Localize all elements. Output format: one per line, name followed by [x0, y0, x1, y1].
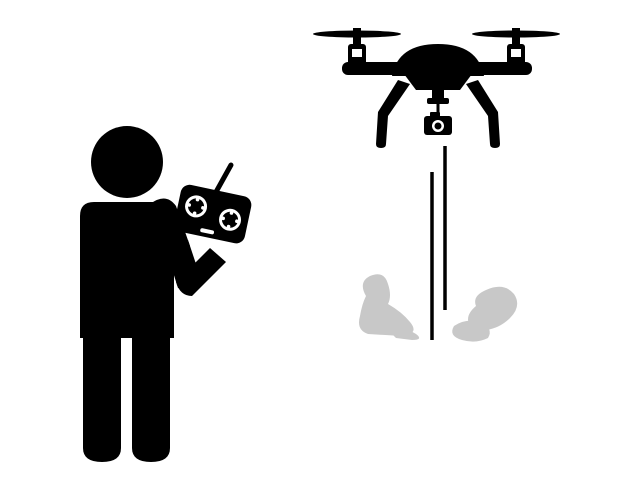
controller-center-slot [200, 228, 215, 235]
person-hand [176, 248, 226, 296]
person-right-leg [132, 330, 170, 462]
dust-cloud-right [452, 286, 518, 342]
dust-cloud-left [359, 274, 420, 340]
drone-body [392, 44, 484, 76]
person-head [91, 126, 163, 198]
quadcopter-drone-icon [313, 28, 560, 148]
person-upper-arm [150, 198, 190, 258]
drone-right-landing-leg [466, 80, 500, 148]
drone-left-landing-leg [376, 80, 410, 148]
person-left-leg [83, 330, 121, 462]
downdraft-lines [430, 146, 447, 340]
camera-icon [424, 104, 452, 135]
controller-antenna [213, 162, 234, 195]
person-torso [80, 202, 174, 338]
person-silhouette [80, 126, 226, 462]
remote-controller-icon [174, 162, 252, 244]
